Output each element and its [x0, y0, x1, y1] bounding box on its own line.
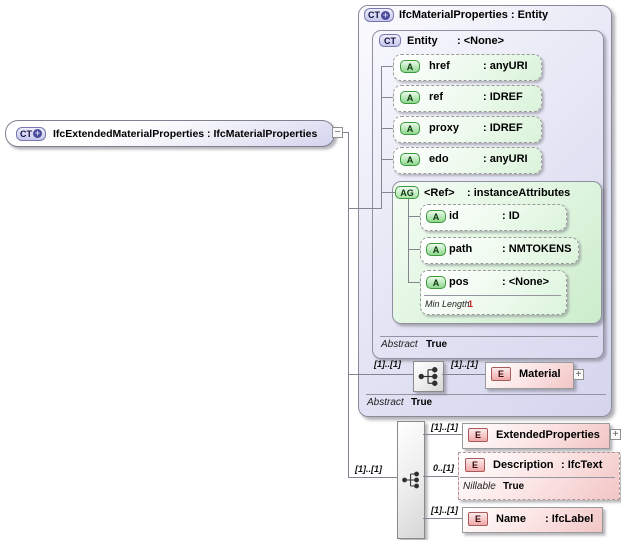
- complex-type-plus-icon: CT+: [364, 8, 394, 22]
- min-length-facet-value: 1: [468, 299, 474, 309]
- attribute-group-name: <Ref>: [424, 187, 455, 199]
- model-group-box[interactable]: [413, 361, 444, 392]
- attribute-type: : <None>: [502, 276, 550, 288]
- occurrence-label: [1]..[1]: [431, 505, 458, 515]
- nillable-facet-value: True: [503, 481, 525, 492]
- element-icon: E: [465, 458, 485, 472]
- connector-trunk-line: [348, 132, 349, 478]
- complex-type-plus-icon: CT+: [16, 126, 46, 141]
- occurrence-label: 0..[1]: [433, 463, 455, 473]
- element-type: : IfcLabel: [545, 513, 594, 525]
- facet-separator: [366, 394, 606, 395]
- connector-line: [408, 282, 420, 283]
- complex-type-icon-label: CT: [368, 10, 380, 20]
- entity-type: : <None>: [457, 35, 505, 47]
- connector-line: [423, 434, 462, 435]
- element-icon: E: [468, 512, 488, 526]
- all-compositor-icon: [402, 471, 419, 489]
- attribute-group-tree-line: [408, 199, 409, 283]
- attribute-icon: A: [426, 210, 446, 223]
- attribute-icon: A: [426, 276, 446, 289]
- attribute-name: pos: [449, 276, 469, 288]
- attribute-box-edo[interactable]: [393, 147, 542, 174]
- entity-abstract-value: True: [426, 339, 448, 350]
- attribute-type: : IDREF: [483, 91, 523, 103]
- plus-circle-icon: +: [381, 9, 390, 20]
- occurrence-label: [1]..[1]: [451, 359, 478, 369]
- model-group-box[interactable]: [397, 421, 425, 539]
- root-element-label: IfcExtendedMaterialProperties : IfcMater…: [53, 127, 318, 140]
- attribute-type: : NMTOKENS: [502, 243, 572, 255]
- complex-type-icon: CT: [379, 34, 401, 47]
- element-name: Material: [519, 368, 561, 380]
- element-name: Name: [496, 513, 526, 525]
- attribute-icon: A: [400, 122, 420, 135]
- attribute-type: : ID: [502, 210, 520, 222]
- attribute-type: : IDREF: [483, 122, 523, 134]
- attribute-name: href: [429, 60, 450, 72]
- abstract-facet-value: True: [411, 397, 433, 408]
- element-type: : IfcText: [561, 459, 603, 471]
- all-compositor-icon: [418, 367, 438, 386]
- connector-line: [408, 249, 420, 250]
- facet-separator: [380, 336, 598, 337]
- element-box-description[interactable]: [458, 452, 620, 500]
- attribute-name: path: [449, 243, 473, 255]
- connector-line: [348, 374, 413, 375]
- connector-line: [381, 66, 393, 67]
- connector-line: [381, 159, 393, 160]
- connector-line: [423, 518, 462, 519]
- attribute-icon: A: [400, 153, 420, 166]
- base-type-title: IfcMaterialProperties : Entity: [399, 9, 549, 21]
- facet-separator: [460, 477, 615, 478]
- expand-toggle[interactable]: +: [573, 369, 584, 380]
- entity-name: Entity: [407, 35, 438, 47]
- occurrence-label: [1]..[1]: [374, 359, 401, 369]
- element-icon: E: [468, 428, 488, 442]
- connector-line: [408, 216, 420, 217]
- attribute-tree-line: [381, 66, 382, 209]
- attribute-group-icon: AG: [395, 186, 419, 199]
- facet-separator: [424, 295, 561, 296]
- connector-line: [381, 192, 395, 193]
- nillable-facet-label: Nillable: [463, 481, 496, 492]
- element-icon: E: [491, 367, 511, 381]
- connector-line: [423, 476, 458, 477]
- entity-icon-label: CT: [384, 35, 396, 46]
- element-name: Description: [493, 459, 554, 471]
- connector-line: [381, 128, 393, 129]
- attribute-box-path[interactable]: [420, 237, 579, 264]
- occurrence-label: [1]..[1]: [355, 464, 382, 474]
- connector-line: [343, 132, 349, 133]
- attribute-icon: A: [400, 60, 420, 73]
- connector-line: [381, 97, 393, 98]
- occurrence-label: [1]..[1]: [431, 422, 458, 432]
- connector-line: [348, 208, 382, 209]
- attribute-name: edo: [429, 153, 449, 165]
- attribute-icon: A: [426, 243, 446, 256]
- attribute-type: : anyURI: [483, 153, 528, 165]
- root-element-box[interactable]: CT+ IfcExtendedMaterialProperties : IfcM…: [5, 120, 335, 147]
- attribute-name: ref: [429, 91, 444, 103]
- entity-abstract-label: Abstract: [381, 339, 418, 350]
- attribute-name: id: [449, 210, 459, 222]
- connector-line: [442, 374, 485, 375]
- expand-toggle[interactable]: +: [610, 429, 621, 440]
- attribute-name: proxy: [429, 122, 459, 134]
- abstract-facet-label: Abstract: [367, 397, 404, 408]
- collapse-toggle[interactable]: −: [332, 127, 343, 138]
- plus-circle-icon: +: [33, 128, 42, 138]
- attribute-type: : anyURI: [483, 60, 528, 72]
- element-box-material[interactable]: [485, 362, 574, 389]
- min-length-facet-label: Min Length: [425, 299, 470, 309]
- element-name: ExtendedProperties: [496, 429, 600, 441]
- attribute-group-type: : instanceAttributes: [467, 187, 571, 199]
- connector-line: [348, 477, 397, 478]
- attribute-icon: A: [400, 91, 420, 104]
